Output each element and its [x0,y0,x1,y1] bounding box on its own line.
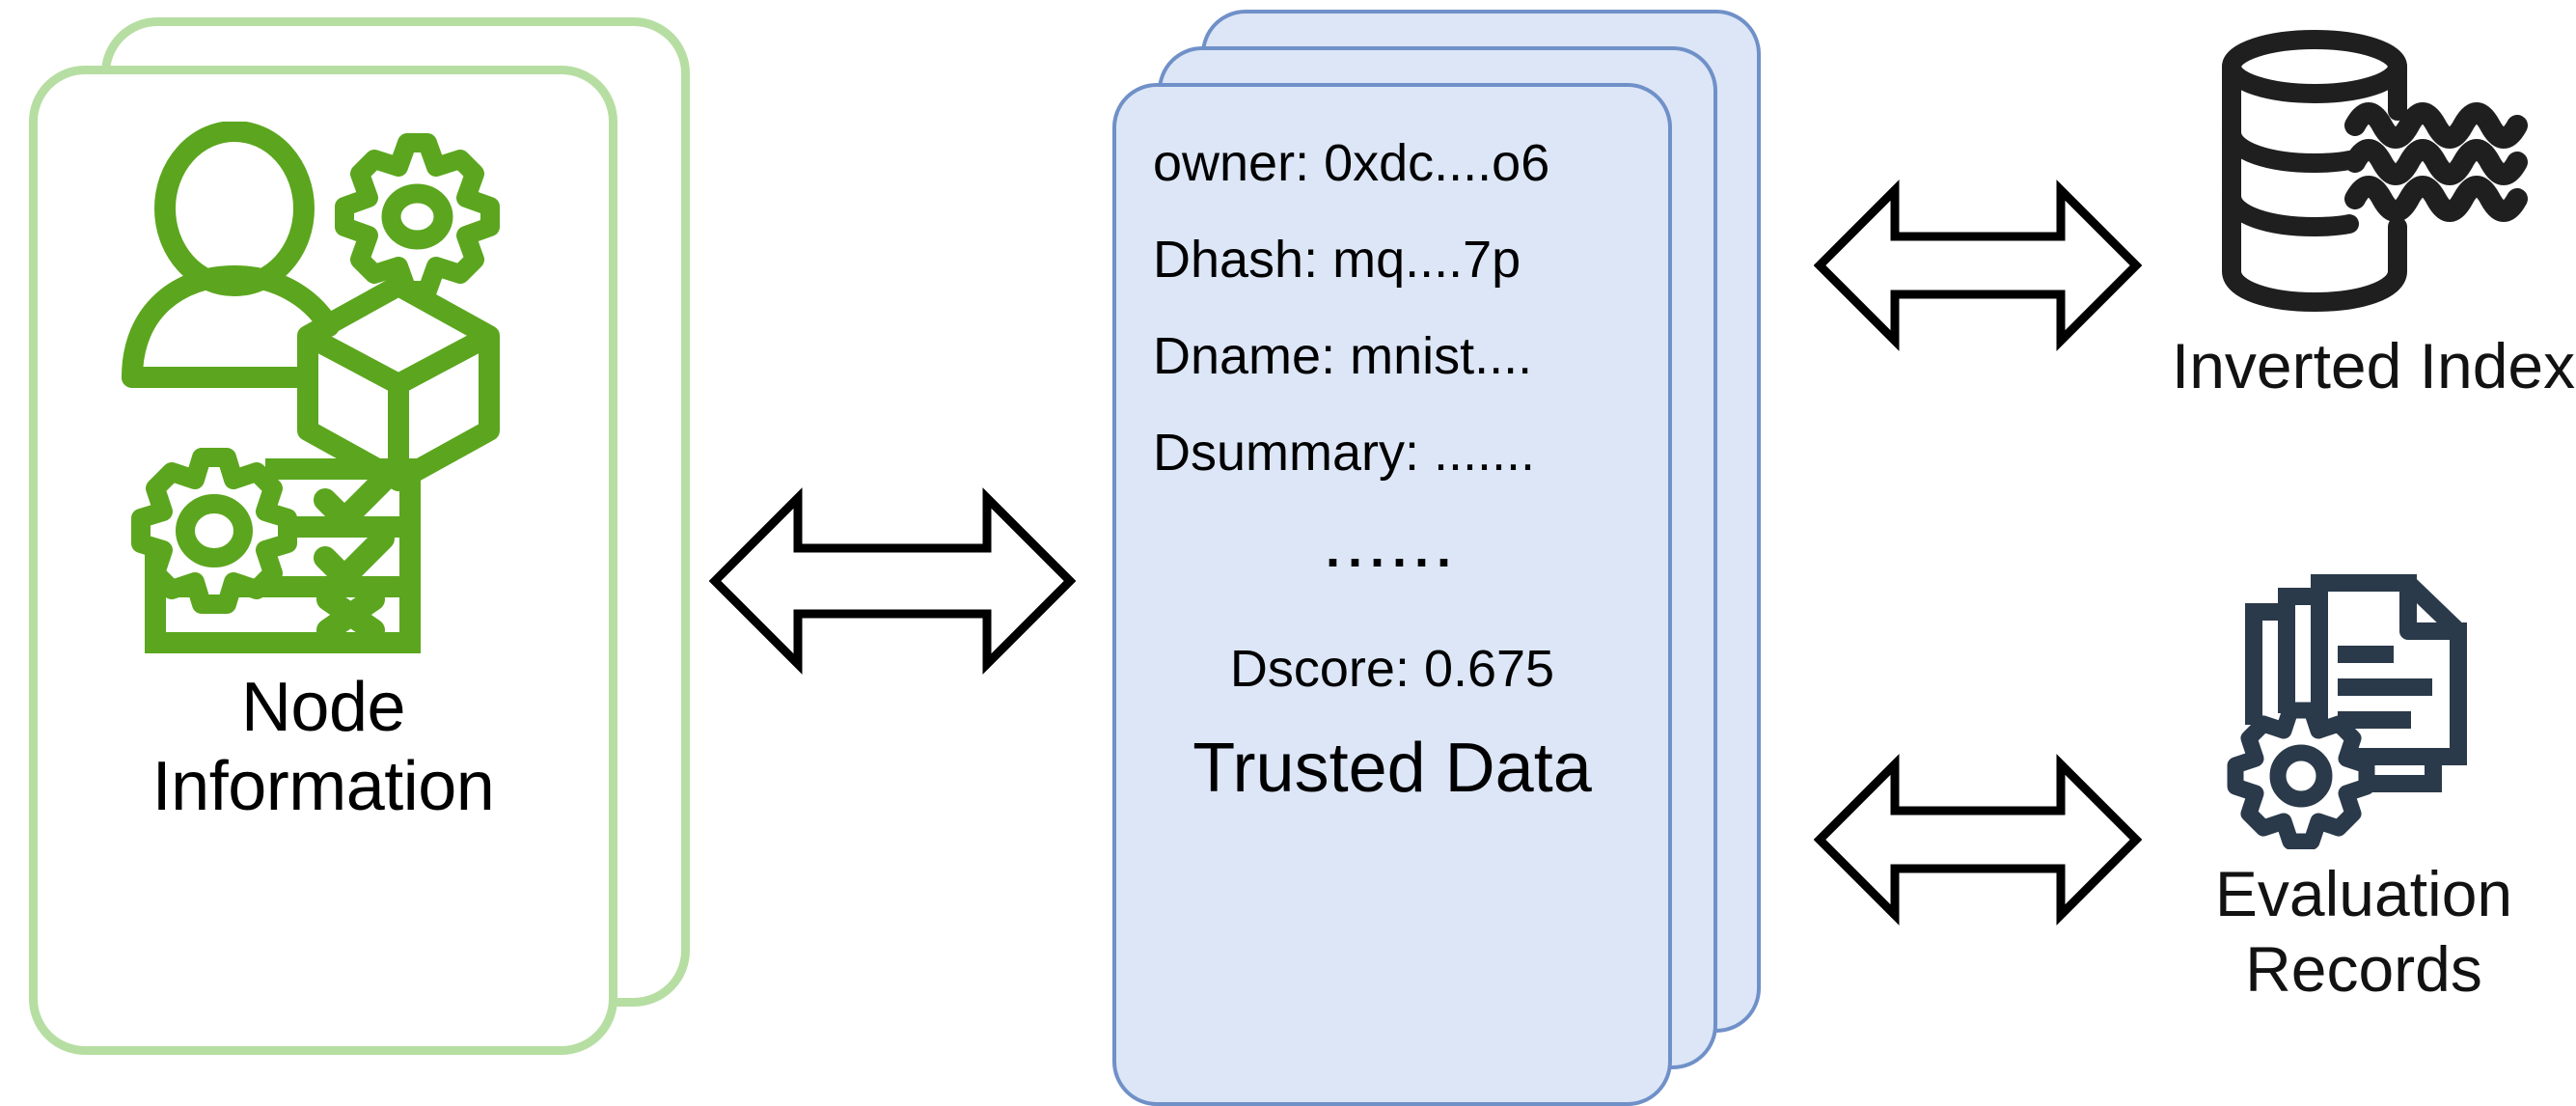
user-head-icon [154,121,315,296]
field-dsummary: Dsummary: ....... [1153,424,1536,482]
check-mark-icon [314,469,395,589]
database-cylinder-with-wavy-lines-icon [2214,24,2533,314]
field-dscore: Dscore: 0.675 [1229,640,1555,698]
field-owner: owner: 0xdc....o6 [1153,134,1550,192]
arrow-data-to-evaluation-records [1813,743,2143,936]
trusted-data-title: Trusted Data [1192,730,1592,807]
trusted-data-panel[interactable]: owner: 0xdc....o6 Dhash: mq....7p Dname:… [1095,0,1828,1106]
cube-icon [297,275,500,491]
inverted-index-label: Inverted Index [2171,330,2576,401]
cross-mark-icon [316,588,385,642]
trusted-data-card-layer-1 [1112,83,1672,1106]
field-dname: Dname: mnist.... [1153,327,1533,385]
evaluation-records-label: Evaluation Records [2214,858,2513,1005]
trusted-data-fields: owner: 0xdc....o6 Dhash: mq....7p Dname:… [1112,83,1672,1106]
node-information-panel[interactable]: Node Information [10,8,690,1079]
inverted-index-panel[interactable]: Inverted Index [2171,24,2576,487]
field-dhash: Dhash: mq....7p [1153,231,1521,289]
node-card-content: Node Information [29,66,617,1055]
field-ellipsis: ...... [1325,520,1460,578]
gear-icon [335,133,500,300]
arrow-data-to-inverted-index [1813,169,2143,362]
arrow-node-to-data [708,475,1077,687]
gear-icon [131,448,297,614]
document-with-gear-icon [2219,569,2508,850]
evaluation-records-panel[interactable]: Evaluation Records [2151,569,2576,1091]
node-information-icon-group [121,121,526,662]
user-body-icon [122,265,340,388]
node-information-label: Node Information [151,669,495,826]
